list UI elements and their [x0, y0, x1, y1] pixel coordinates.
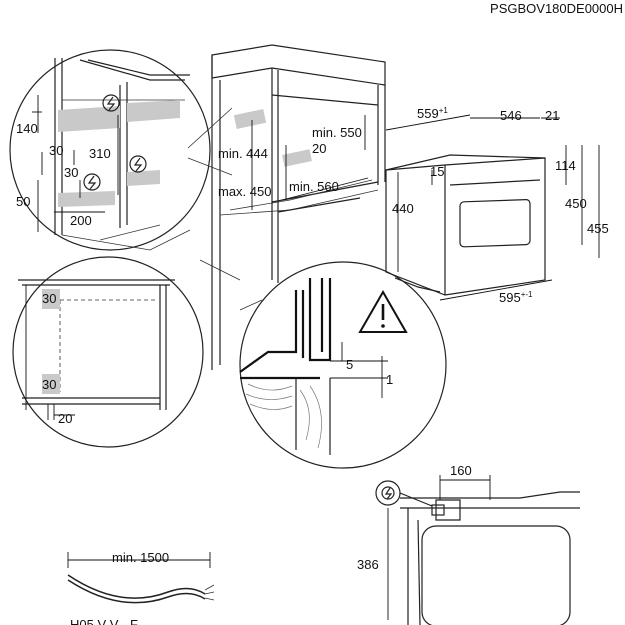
dim-114: 114: [555, 158, 576, 173]
cabinet-drawing: min. 444 max. 450 min. 550 20 min. 560: [187, 44, 386, 370]
cable-type: H05 V V - F: [70, 617, 138, 625]
min-550: min. 550: [312, 125, 362, 140]
dim-386: 386: [357, 557, 379, 572]
dim-160: 160: [450, 463, 472, 478]
detail-circle-bottom-left: 30 30 20: [12, 256, 204, 448]
model-code: PSGBOV180DE0000H: [490, 1, 623, 16]
electrical-connection-icon: [375, 480, 401, 506]
dim-1: 1: [386, 372, 393, 387]
min-444: min. 444: [218, 146, 268, 161]
dim-15: 15: [430, 164, 444, 179]
rear-view: 160 386: [357, 463, 580, 625]
dim-450-oven: 450: [565, 196, 587, 211]
dim-30-bottom: 30: [42, 377, 56, 392]
dim-455: 455: [587, 221, 609, 236]
dim-595-sup: +-1: [521, 290, 533, 299]
dim-140: 140: [16, 121, 38, 136]
dim-200: 200: [70, 213, 92, 228]
oven-drawing: 559+1 546 21 15 440 114 450 455 595+-1: [385, 106, 609, 305]
detail-circle-top-left: 140 30 310 30 50 200: [9, 49, 211, 251]
dim-559: 559+1: [417, 106, 448, 121]
dim-21: 21: [545, 108, 559, 123]
electrical-connection-icon: [83, 173, 101, 191]
power-cable: min. 1500 H05 V V - F: [67, 550, 215, 625]
dim-30a: 30: [49, 143, 63, 158]
max-450: max. 450: [218, 184, 271, 199]
dim-50: 50: [16, 194, 30, 209]
electrical-connection-icon: [102, 94, 120, 112]
dim-5: 5: [346, 357, 353, 372]
dim-30-top: 30: [42, 291, 56, 306]
dim-595: 595+-1: [499, 290, 533, 305]
dim-310: 310: [89, 146, 111, 161]
dim-440: 440: [392, 201, 414, 216]
detail-circle-clearance: 5 1: [239, 261, 447, 469]
dim-546: 546: [500, 108, 522, 123]
cable-length: min. 1500: [112, 550, 169, 565]
dim-559-sup: +1: [439, 106, 449, 115]
min-560: min. 560: [289, 179, 339, 194]
dim-30b: 30: [64, 165, 78, 180]
warning-triangle-icon: [358, 289, 408, 333]
dim-20-cabinet: 20: [312, 141, 326, 156]
electrical-connection-icon: [129, 155, 147, 173]
dim-20-left: 20: [58, 411, 72, 426]
